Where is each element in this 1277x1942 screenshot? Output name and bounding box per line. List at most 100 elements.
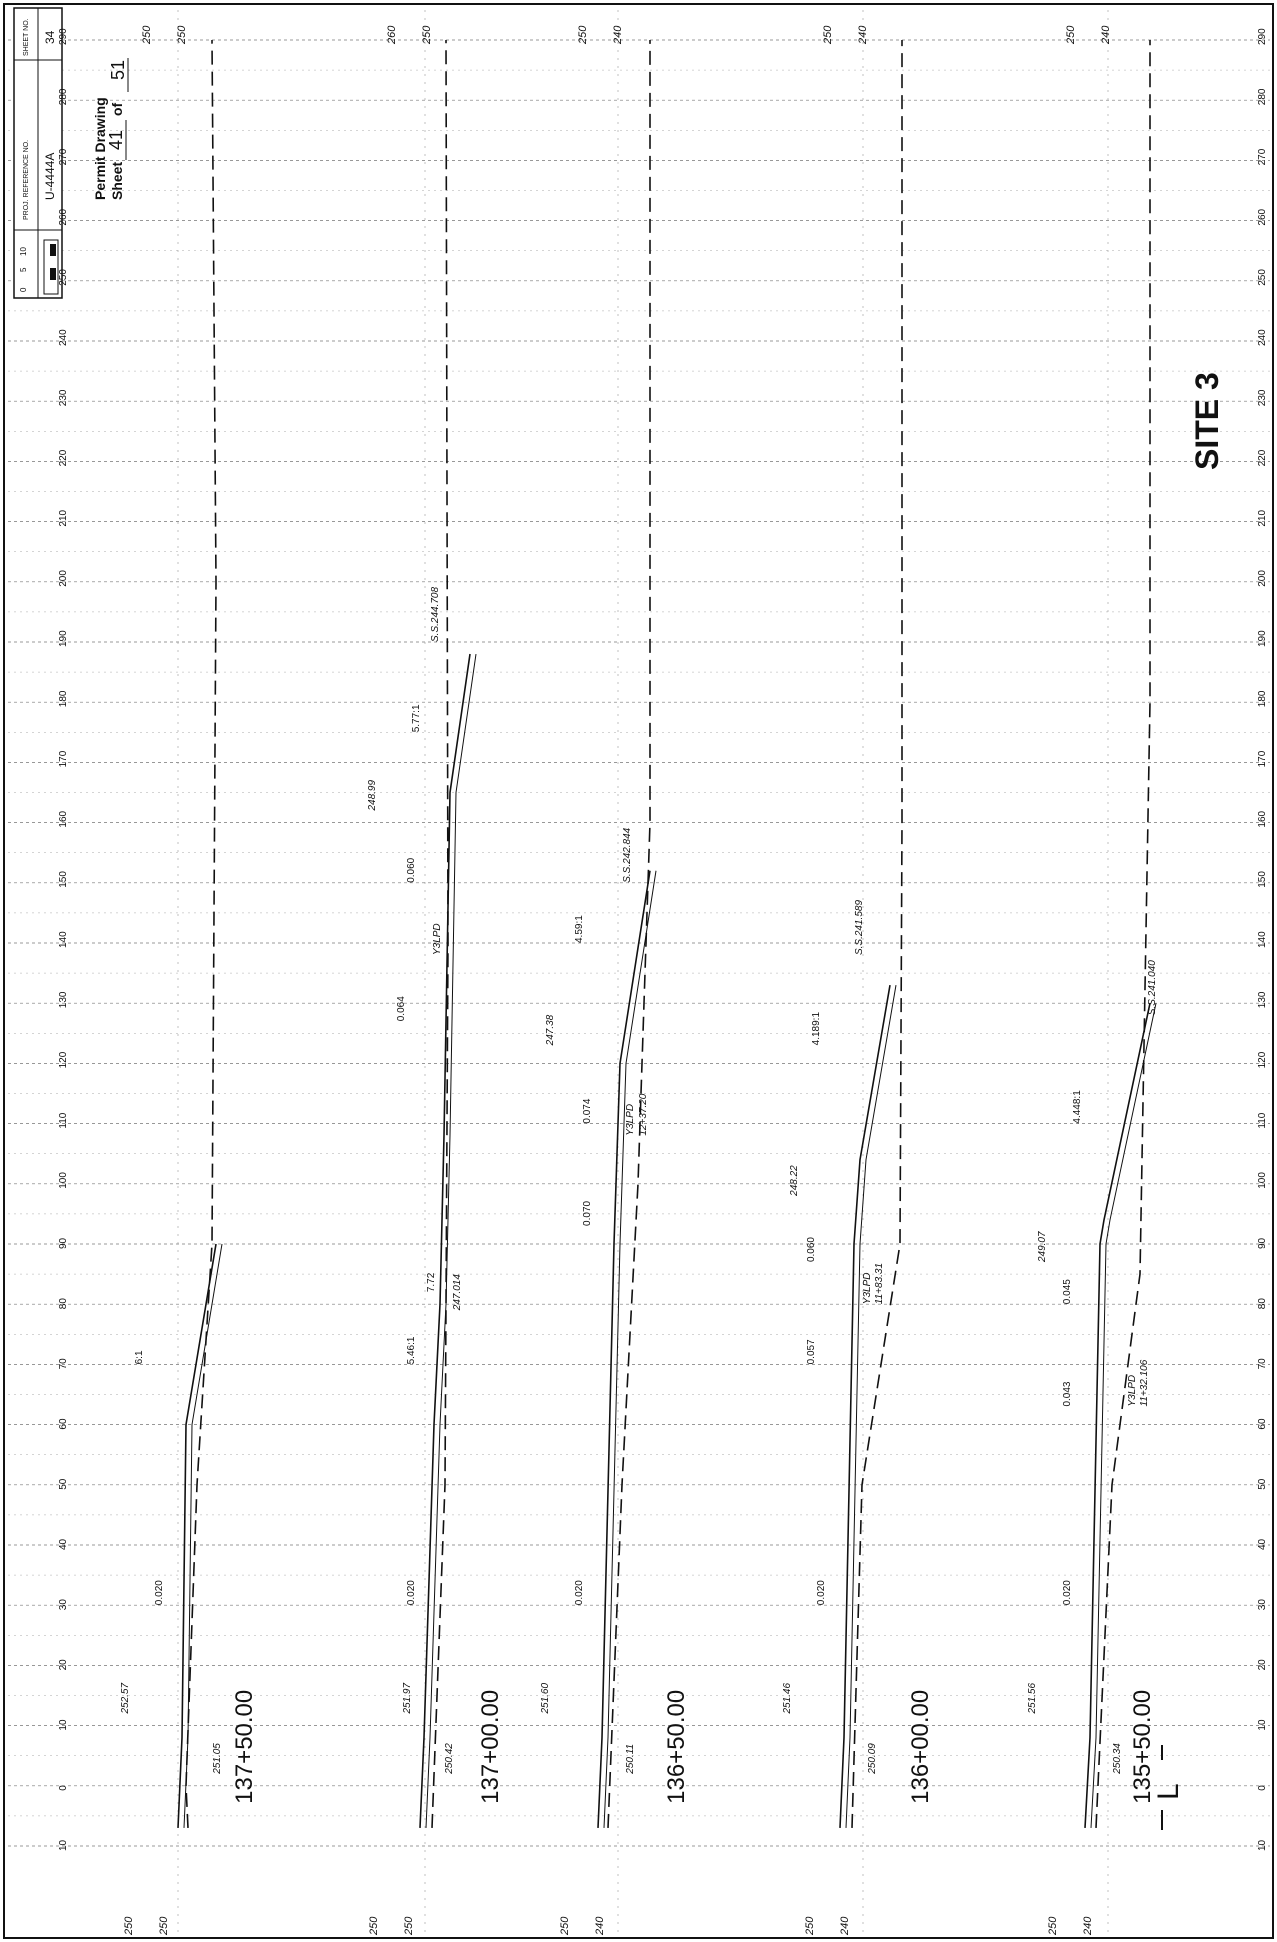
offset-label: 110	[58, 1112, 69, 1128]
elevation-label: 250	[403, 1916, 415, 1936]
offset-label: 130	[58, 991, 69, 1008]
station-label: 136+00.00	[907, 1690, 934, 1804]
sheet-no-label: SHEET NO.	[23, 18, 30, 56]
centerline-symbol: L	[1152, 1783, 1185, 1800]
station-label: 137+00.00	[477, 1690, 504, 1804]
offset-label: 20	[58, 1659, 69, 1671]
offset-label: 90	[58, 1237, 69, 1249]
elevation-label: 250	[822, 25, 834, 45]
proposed-subgrade-line	[1090, 1003, 1157, 1828]
grade-label: 0.064	[396, 996, 407, 1021]
proj-ref-label: PROJ. REFERENCE NO.	[23, 140, 30, 220]
sheet-no-value: 34	[43, 30, 57, 44]
grade-label: 0.020	[574, 1580, 585, 1605]
spot-elevation-label: 248.22	[789, 1165, 800, 1197]
grade-label: 0.043	[1062, 1381, 1073, 1406]
spot-elevation-label: S.S.241.589	[854, 900, 865, 955]
offset-label: 200	[1257, 570, 1268, 587]
offset-label: 210	[58, 509, 69, 526]
offset-label: 270	[58, 148, 69, 165]
elevation-label: 250	[141, 25, 153, 45]
spot-elevation-label: 251.60	[540, 1683, 551, 1715]
offset-label: 280	[1257, 88, 1268, 105]
proposed-subgrade-line	[845, 985, 897, 1828]
offset-label: 230	[1257, 389, 1268, 406]
offset-label: 180	[58, 690, 69, 707]
station-label: 135+50.00	[1129, 1690, 1156, 1804]
offset-label: 260	[58, 208, 69, 225]
spot-elevation-label: Y3LPD	[625, 1104, 636, 1136]
existing-ground-line	[185, 39, 217, 1828]
offset-label: 240	[1257, 329, 1268, 346]
grade-label: 0.057	[806, 1339, 817, 1364]
elevation-label: 250	[421, 25, 433, 45]
offset-label: 0	[58, 1785, 69, 1791]
permit-of-word: of	[109, 102, 125, 116]
scale-label-10: 10	[19, 247, 28, 256]
grade-label: 0.045	[1062, 1279, 1073, 1304]
grade-label: 0.020	[406, 1580, 417, 1605]
offset-label: 190	[58, 630, 69, 647]
existing-ground-line	[607, 40, 651, 1828]
spot-elevation-label: Y3LPD	[432, 923, 443, 955]
grade-label: 0.020	[816, 1580, 827, 1605]
offset-scale-top: 1001020304050607080901001101201301401501…	[1257, 28, 1268, 1851]
spot-elevation-label: 252.57	[120, 1683, 131, 1715]
sheet-border	[3, 3, 1274, 1939]
offset-label: 50	[58, 1478, 69, 1490]
offset-label: 20	[1257, 1659, 1268, 1671]
offset-label: 60	[58, 1418, 69, 1430]
grade-label: 7.72	[426, 1272, 437, 1292]
offset-label: 70	[58, 1358, 69, 1370]
grade-label: 5.77:1	[411, 704, 422, 732]
offset-label: 100	[1257, 1172, 1268, 1189]
grade-label: 0.060	[806, 1237, 817, 1262]
spot-elevation-label: 251.46	[782, 1683, 793, 1715]
scale-label-0: 0	[19, 287, 28, 292]
offset-label: 250	[58, 269, 69, 286]
offset-label: 270	[1257, 148, 1268, 165]
spot-elevation-label: 247.014	[452, 1274, 463, 1312]
permit-sheet-number: 41	[106, 130, 126, 150]
grade-label: 5.46:1	[406, 1336, 417, 1364]
offset-label: 140	[1257, 931, 1268, 948]
permit-line-1: Permit Drawing	[92, 97, 108, 200]
scale-label-5: 5	[19, 267, 28, 272]
spot-elevation-label: 251.05	[212, 1743, 223, 1775]
spot-elevation-label: 11+83.31	[874, 1263, 885, 1304]
grade-label: 0.020	[1062, 1580, 1073, 1605]
offset-label: 50	[1257, 1478, 1268, 1490]
proposed-subgrade-line	[425, 653, 477, 1828]
offset-label: 80	[1257, 1298, 1268, 1310]
offset-label: 100	[58, 1172, 69, 1189]
elevation-label: 250	[158, 1916, 170, 1936]
offset-label: 10	[1257, 1839, 1268, 1851]
grade-label: 0.020	[154, 1580, 165, 1605]
proposed-grade-line	[1084, 1003, 1151, 1828]
spot-elevation-label: S.S.244.708	[430, 587, 441, 642]
offset-label: 10	[1257, 1719, 1268, 1731]
grade-label: 0.070	[582, 1200, 593, 1225]
offset-label: 180	[1257, 690, 1268, 707]
existing-ground-line	[851, 40, 903, 1828]
offset-label: 220	[1257, 449, 1268, 466]
proposed-grade-line	[177, 1243, 217, 1828]
elevation-label: 240	[594, 1916, 606, 1936]
spot-elevation-label: 11+32.106	[1139, 1359, 1150, 1406]
permit-stamp: Permit Drawing Sheet 41 of 51	[92, 58, 129, 200]
existing-ground-line	[1095, 40, 1151, 1828]
offset-label: 30	[58, 1599, 69, 1611]
elevation-label: 250	[1065, 25, 1077, 45]
elevation-label: 240	[612, 25, 624, 45]
offset-label: 170	[58, 750, 69, 767]
offset-label: 60	[1257, 1418, 1268, 1430]
elevation-label: 250	[804, 1916, 816, 1936]
title-block: SHEET NO. 34 PROJ. REFERENCE NO. U-4444A…	[13, 7, 63, 299]
offset-label: 220	[58, 449, 69, 466]
grade-label: 4.448:1	[1072, 1090, 1083, 1124]
offset-label: 190	[1257, 630, 1268, 647]
station-label: 137+50.00	[231, 1690, 258, 1804]
